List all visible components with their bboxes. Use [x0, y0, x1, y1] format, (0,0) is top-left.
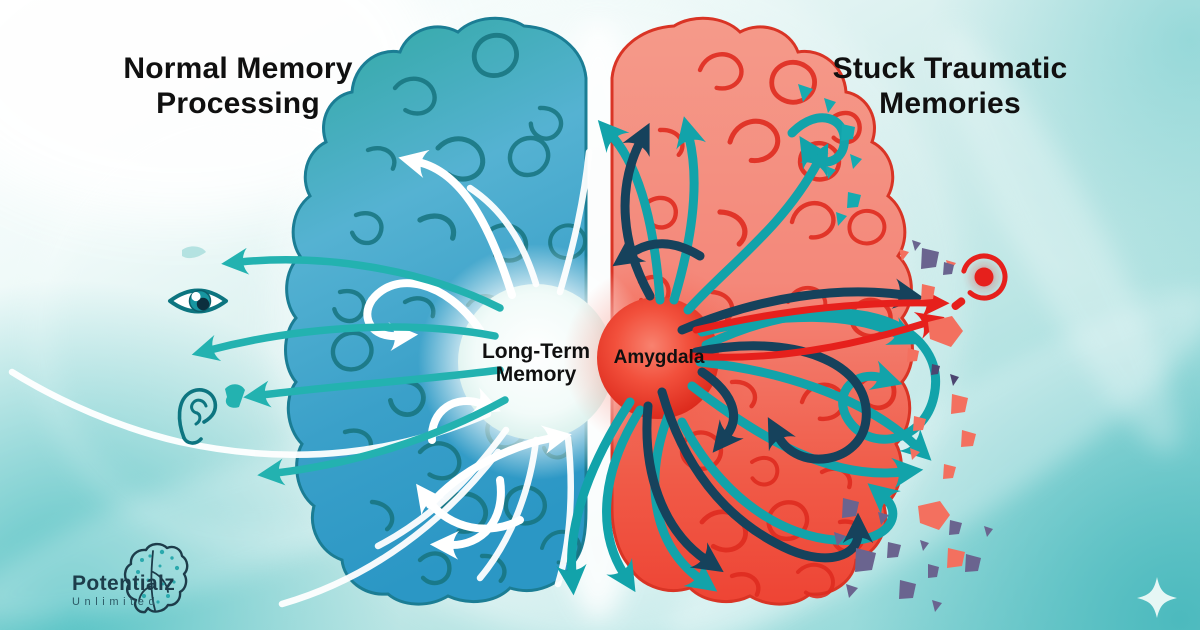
title-right-line1: Stuck Traumatic: [832, 52, 1068, 85]
title-normal-memory-processing: Normal Memory Processing: [88, 52, 388, 121]
brain-logo-icon: [123, 542, 189, 614]
title-right-line2: Memories: [879, 86, 1021, 120]
shards-purple: [834, 240, 993, 612]
amygdala-label: Amygdala: [613, 347, 705, 368]
chaos-arrows-teal: [556, 113, 941, 596]
title-left-line1: Normal Memory: [123, 52, 353, 85]
logo-name: Potentialz: [72, 572, 176, 595]
ltm-label-line2: Memory: [495, 363, 577, 386]
sense-arrows: [191, 247, 509, 486]
shards-teal: [798, 84, 862, 226]
chaos-arrows-navy: [612, 122, 925, 573]
logo-subtitle: Unlimited: [72, 596, 160, 608]
title-left-line2: Processing: [156, 86, 320, 120]
sparkle-icon: [1137, 577, 1177, 618]
ltm-label-line1: Long-Term: [481, 339, 591, 363]
ear-icon: [177, 388, 218, 445]
logo: Potentialz Unlimited: [72, 572, 175, 608]
leaf-shape: [182, 246, 206, 259]
alert-arrows: [688, 288, 950, 361]
nose-icon: [225, 384, 245, 408]
title-stuck-traumatic-memories: Stuck Traumatic Memories: [800, 52, 1100, 121]
normal-memory-arrows: [8, 148, 593, 608]
alarm-target-icon: [951, 253, 1008, 311]
eye-icon: [168, 288, 228, 314]
long-term-memory-label: Long-Term Memory: [482, 340, 590, 386]
